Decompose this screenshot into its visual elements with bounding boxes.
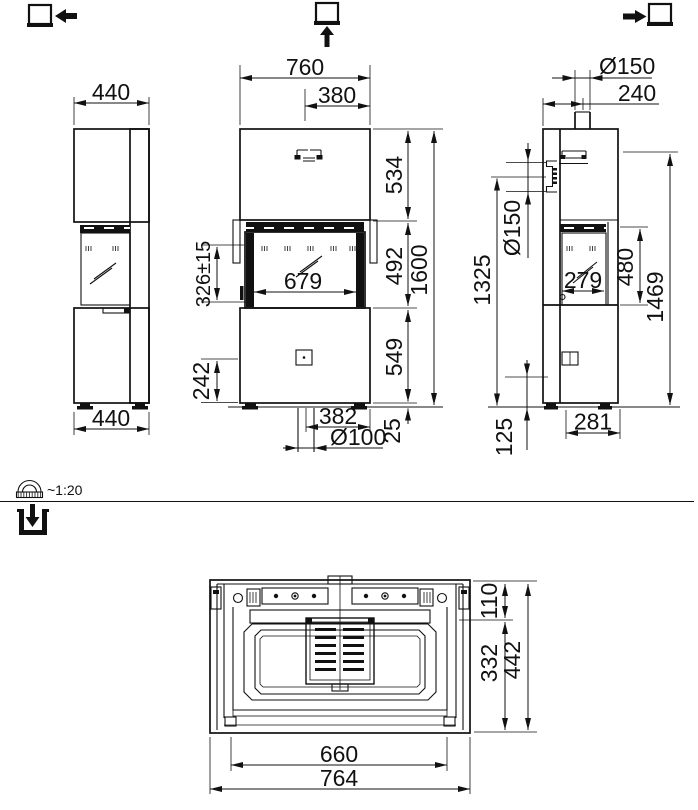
dim-air-inlet-diameter: Ø100 bbox=[283, 424, 386, 451]
grate bbox=[305, 617, 375, 692]
dim-left-width-bottom: 440 bbox=[73, 405, 150, 435]
dim-label: 125 bbox=[491, 418, 517, 456]
dim-label: 534 bbox=[381, 156, 407, 195]
front-view: 679 760 380 534 492 549 1600 326±15 bbox=[188, 54, 443, 452]
scale-label: ~1:20 bbox=[47, 482, 83, 498]
dim-label: 492 bbox=[381, 247, 407, 285]
dim-flue-offset: 240 bbox=[542, 80, 659, 126]
door-mechanism bbox=[210, 586, 470, 610]
feet bbox=[544, 403, 612, 410]
plan-view: 110 332 442 660 764 bbox=[209, 575, 537, 794]
dim-base-depth: 281 bbox=[565, 409, 621, 439]
dim-label: 442 bbox=[499, 641, 525, 679]
dim-label: 242 bbox=[188, 362, 214, 400]
dim-label: 760 bbox=[286, 54, 324, 80]
damper-handle-detail bbox=[559, 150, 588, 165]
dim-rear-flue-height: 1325 bbox=[469, 176, 546, 406]
dim-label: 1325 bbox=[469, 254, 495, 305]
dim-label: 326±15 bbox=[193, 241, 215, 308]
dim-label: Ø150 bbox=[599, 53, 655, 79]
base-cabinet-side bbox=[73, 307, 150, 404]
rear-flue-connector bbox=[545, 160, 557, 193]
dim-label: 110 bbox=[476, 583, 502, 620]
damper-handle-detail bbox=[294, 149, 323, 162]
dim-top-connection-height: 1469 bbox=[623, 151, 678, 405]
dim-glass-height: 326±15 bbox=[193, 241, 251, 308]
dim-rear-inlet-height: 125 bbox=[491, 360, 548, 456]
base-cabinet bbox=[239, 307, 371, 404]
arrow-down-icon bbox=[25, 504, 40, 527]
dim-label: 764 bbox=[320, 765, 359, 791]
dim-total-width: 764 bbox=[209, 737, 471, 794]
dim-left-width-top: 440 bbox=[73, 79, 150, 125]
dim-label: 1600 bbox=[406, 244, 432, 295]
dim-rear-flue-diameter: Ø150 bbox=[499, 143, 546, 258]
dim-lower-detail-height: 242 bbox=[188, 358, 238, 403]
dim-label: 660 bbox=[320, 741, 358, 767]
view-direction-icon-left bbox=[27, 3, 77, 27]
dim-label: 679 bbox=[284, 268, 322, 294]
left-side-view: 440 440 bbox=[73, 79, 150, 435]
dim-label: 240 bbox=[618, 80, 656, 106]
dim-total-depth: 442 bbox=[499, 584, 531, 730]
air-control bbox=[295, 349, 313, 366]
glass-door-side bbox=[80, 232, 131, 306]
dim-front-depth: 110 bbox=[459, 580, 537, 621]
dim-label: 549 bbox=[381, 338, 407, 376]
dim-label: 440 bbox=[92, 405, 130, 431]
upper-hood bbox=[239, 128, 371, 221]
dim-flue-offset: 380 bbox=[304, 82, 370, 121]
dim-label: 25 bbox=[379, 418, 405, 444]
dim-total-height: 1600 bbox=[406, 131, 437, 405]
dim-label: 279 bbox=[564, 267, 602, 293]
view-from-top-icon bbox=[17, 504, 49, 535]
dim-inner-width: 660 bbox=[230, 737, 448, 771]
right-side-view: Ø150 240 Ø150 1325 125 480 1469 279 bbox=[469, 53, 680, 456]
dim-upper-height: 534 bbox=[373, 128, 443, 222]
dim-label: 440 bbox=[92, 79, 130, 105]
glass-strip-hatched bbox=[249, 609, 431, 624]
dim-label: 1469 bbox=[642, 271, 668, 322]
dim-base-height: 549 bbox=[373, 310, 417, 404]
dim-firebox-depth: 332 bbox=[474, 622, 537, 733]
protractor-ruler-icon bbox=[17, 480, 42, 493]
scale-note: ~1:20 bbox=[15, 480, 83, 499]
dim-label: 480 bbox=[612, 248, 638, 286]
view-direction-icon-up bbox=[314, 1, 340, 47]
dim-foot-height: 25 bbox=[379, 386, 411, 444]
hinge-strip bbox=[232, 709, 448, 717]
door-latch bbox=[559, 293, 566, 301]
dim-air-inlet-offset: 382 bbox=[306, 403, 371, 432]
dim-glass-width: 679 bbox=[254, 268, 356, 295]
arrow-right-icon bbox=[623, 10, 647, 23]
feet bbox=[77, 403, 148, 410]
arrow-left-icon bbox=[55, 9, 77, 23]
dim-label: Ø100 bbox=[330, 424, 386, 450]
dim-label: 281 bbox=[574, 409, 612, 435]
dim-total-width: 760 bbox=[239, 54, 371, 125]
view-direction-icon-right bbox=[623, 2, 673, 26]
feet bbox=[242, 403, 367, 410]
dim-door-height-side: 480 bbox=[612, 226, 648, 306]
dim-label: 332 bbox=[476, 644, 502, 682]
dim-label: 382 bbox=[319, 403, 357, 429]
dim-flue-diameter: Ø150 bbox=[552, 53, 655, 110]
dim-label: 380 bbox=[318, 82, 356, 108]
dim-door-height: 492 bbox=[373, 223, 417, 309]
arrow-up-icon bbox=[320, 26, 334, 47]
dim-label: Ø150 bbox=[499, 200, 525, 256]
dim-glass-depth: 279 bbox=[562, 267, 604, 294]
